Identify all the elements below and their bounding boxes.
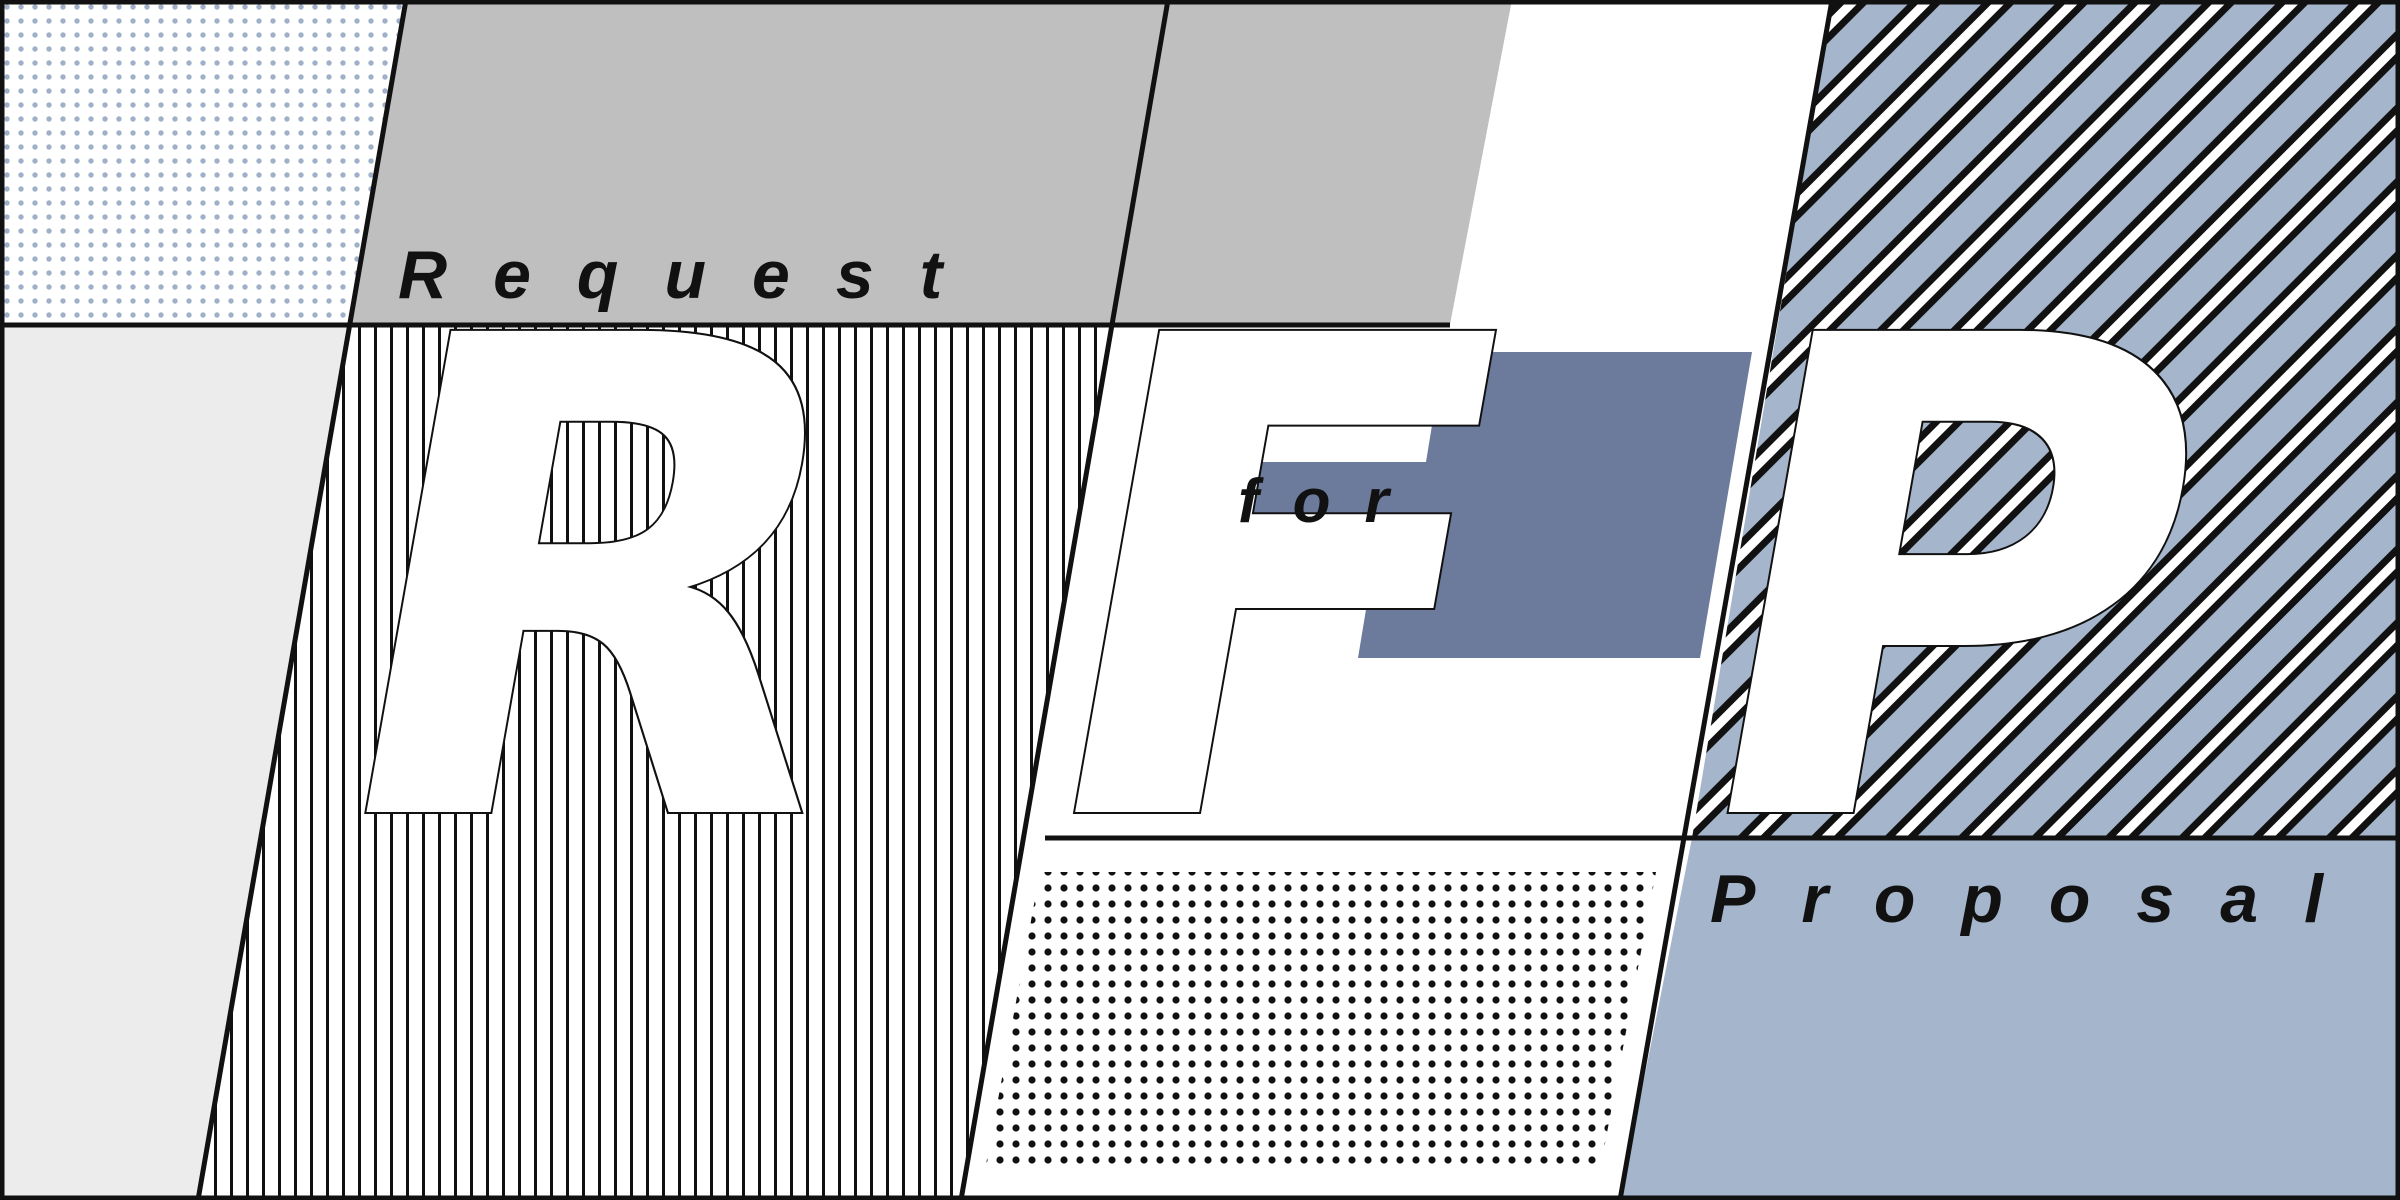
panel-gray-left — [352, 0, 1168, 325]
word-proposal: Proposal — [1710, 861, 2369, 937]
word-for: for — [1238, 467, 1423, 536]
panel-vertical-lines — [198, 325, 1114, 1200]
panel-dotted-corner — [0, 0, 405, 325]
panel-diagonal-stripes — [1692, 0, 2400, 838]
panel-black-dots-fill — [985, 872, 1656, 1170]
panel-white-top — [1450, 0, 1832, 325]
panel-slate-block — [1220, 352, 1752, 658]
panel-gray-right — [1114, 0, 1512, 325]
panel-powder-blue — [1620, 838, 2400, 1200]
word-request: Request — [398, 237, 988, 313]
